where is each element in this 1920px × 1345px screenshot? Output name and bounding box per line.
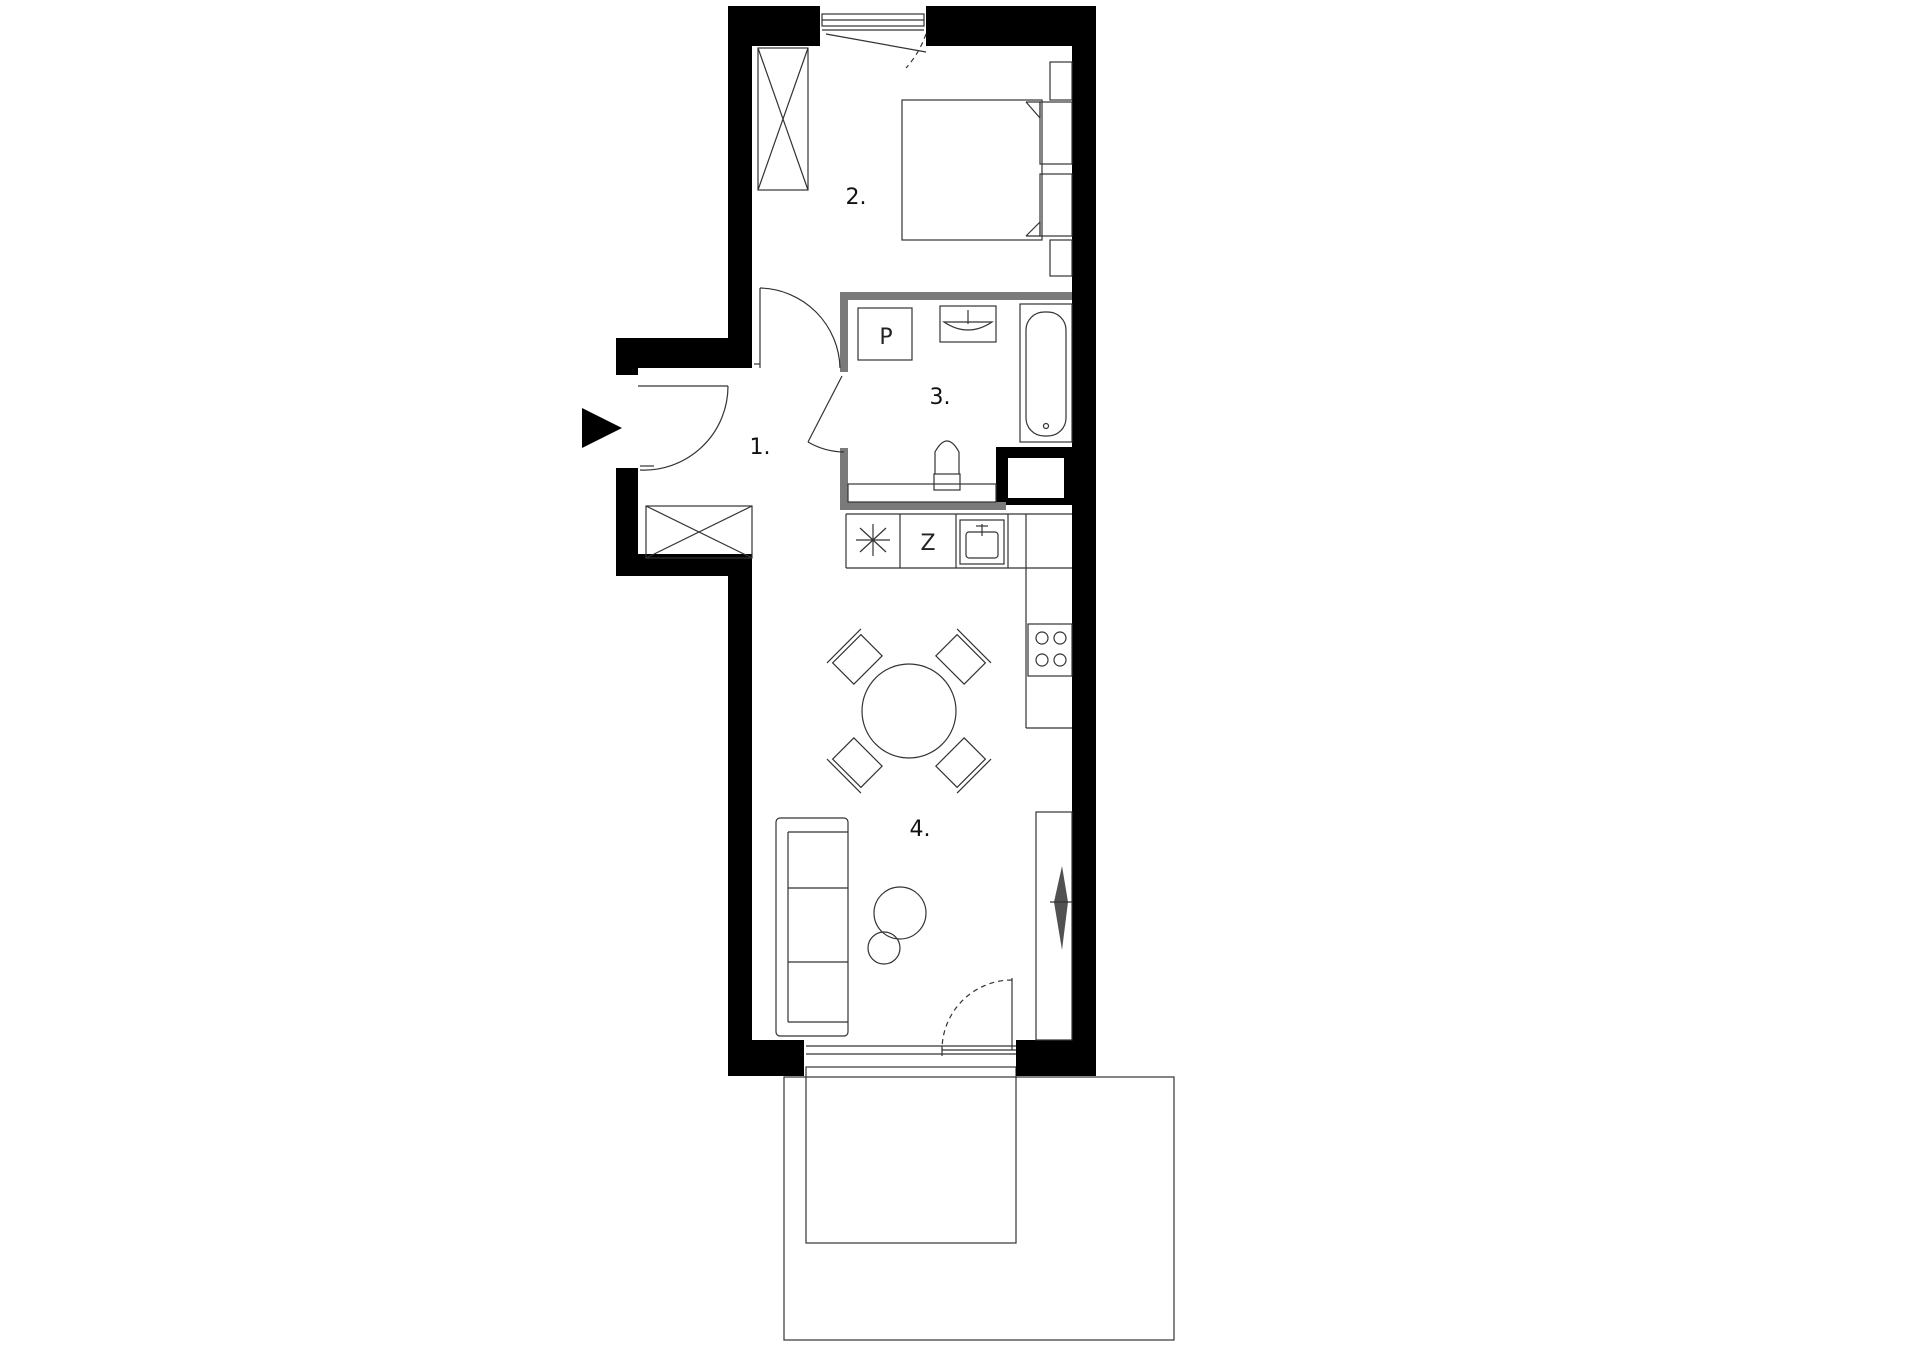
dining-set <box>826 628 992 794</box>
sofa <box>775 817 849 1037</box>
kitchen-counter <box>845 513 1072 729</box>
washer <box>857 307 913 361</box>
entrance-arrow-icon <box>582 408 622 448</box>
entrance-door <box>638 385 729 471</box>
balcony-outline <box>783 1076 1175 1341</box>
room-label-bathroom: 3. <box>930 385 951 410</box>
hall-wardrobe <box>645 505 753 559</box>
kitchen-sink <box>959 519 1005 565</box>
bathroom-counter <box>847 483 997 503</box>
coffee-tables <box>867 886 927 965</box>
exterior-walls <box>616 6 1096 1076</box>
bedroom-door <box>754 287 841 369</box>
bathroom-walls <box>840 292 1072 510</box>
balcony <box>783 1066 1175 1341</box>
double-bed <box>901 61 1073 277</box>
toilet <box>933 440 961 491</box>
balcony-door <box>806 978 1016 1056</box>
bedroom-wardrobe <box>757 47 809 191</box>
fridge-label: Z <box>920 531 935 556</box>
room-label-bedroom: 2. <box>846 185 867 210</box>
bathtub <box>1019 303 1073 443</box>
cooktop <box>1027 623 1073 677</box>
room-label-living: 4. <box>910 817 931 842</box>
top-window <box>821 13 927 69</box>
washer-label: P <box>879 325 892 350</box>
bathroom-sink <box>939 305 997 343</box>
balcony-inner <box>805 1066 1017 1244</box>
tv-cabinet <box>1035 811 1073 1041</box>
room-label-hall: 1. <box>750 435 771 460</box>
bathroom-door <box>807 375 845 453</box>
dishwasher <box>856 524 890 556</box>
